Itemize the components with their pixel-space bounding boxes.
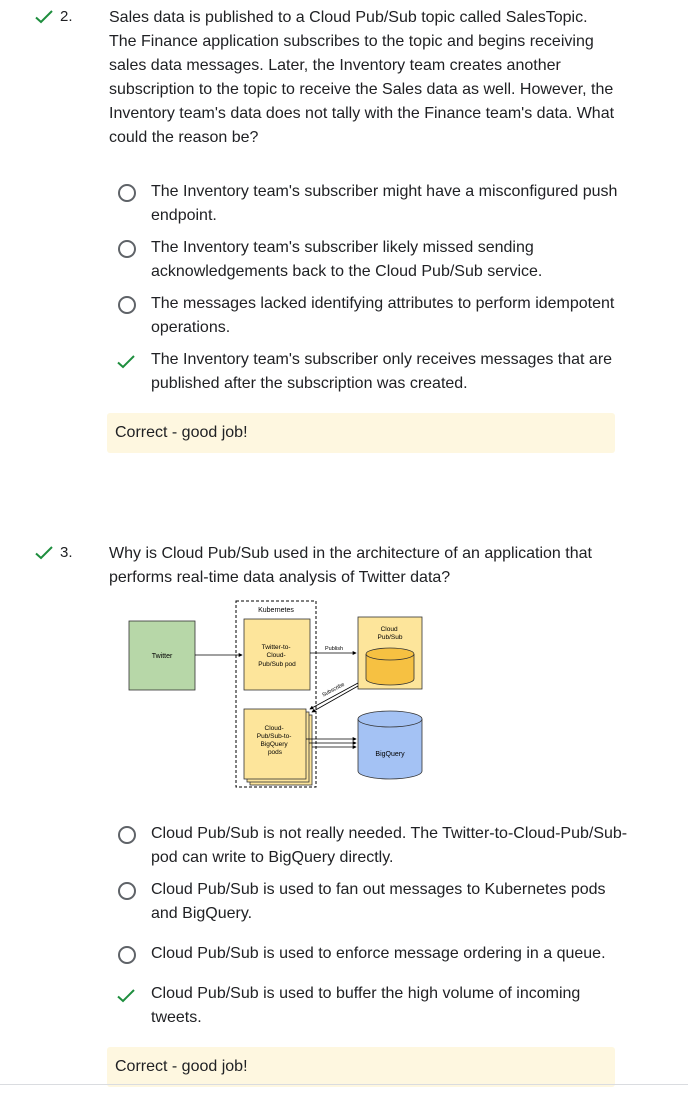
- answer-option[interactable]: The Inventory team's subscriber likely m…: [116, 236, 636, 284]
- pod2-label-line: BigQuery: [261, 741, 289, 748]
- pod2-label-line: pods: [268, 749, 283, 756]
- svg-text:Cloud- Pub/Sub-to- Big: Cloud- Pub/Sub-to- BigQuery pods: [257, 725, 294, 756]
- radio-unselected-icon[interactable]: [118, 184, 136, 202]
- question-number: 3.: [60, 544, 73, 561]
- twitter-box: [128, 620, 196, 691]
- question-text: Sales data is published to a Cloud Pub/S…: [109, 9, 615, 146]
- pubsub-label-line: Cloud: [381, 626, 398, 633]
- twitter-label: Twitter: [152, 653, 173, 660]
- kubernetes-cluster: [235, 600, 317, 788]
- pod2-label-line: Pub/Sub-to-: [257, 733, 292, 740]
- pod1-label-line: Pub/Sub pod: [258, 661, 296, 668]
- answer-option-correct[interactable]: The Inventory team's subscriber only rec…: [116, 348, 636, 396]
- answer-option[interactable]: Cloud Pub/Sub is used to fan out message…: [116, 878, 636, 926]
- answer-option-label: The Inventory team's subscriber only rec…: [151, 351, 613, 392]
- answer-option-label: Cloud Pub/Sub is not really needed. The …: [151, 825, 628, 866]
- divider: [0, 1084, 688, 1085]
- answer-option-label: Cloud Pub/Sub is used to fan out message…: [151, 881, 606, 922]
- answer-option-label: The messages lacked identifying attribut…: [151, 295, 615, 336]
- answer-option-label: The Inventory team's subscriber might ha…: [151, 183, 618, 224]
- bigquery-cylinder: [357, 710, 423, 780]
- pubsub-to-bigquery-pods: [243, 708, 313, 786]
- pod1-label-line: Twitter-to-: [262, 644, 291, 651]
- check-icon: [35, 545, 53, 559]
- check-icon: [35, 9, 53, 23]
- question-status: 3.: [34, 544, 73, 561]
- answer-option[interactable]: Cloud Pub/Sub is used to enforce message…: [116, 942, 636, 966]
- twitter-to-pubsub-pod: [243, 618, 311, 691]
- pod1-label-line: Cloud-: [267, 652, 286, 659]
- answer-option[interactable]: Cloud Pub/Sub is not really needed. The …: [116, 822, 636, 870]
- check-icon: [117, 355, 135, 369]
- answer-option[interactable]: The Inventory team's subscriber might ha…: [116, 180, 636, 228]
- question-number: 2.: [60, 8, 73, 25]
- answer-option-label: The Inventory team's subscriber likely m…: [151, 239, 543, 280]
- pubsub-label-line: Pub/Sub: [378, 634, 403, 641]
- radio-unselected-icon[interactable]: [118, 296, 136, 314]
- answer-option[interactable]: The messages lacked identifying attribut…: [116, 292, 636, 340]
- feedback-banner: Correct - good job!: [107, 413, 615, 453]
- question-2: 2. Sales data is published to a Cloud Pu…: [0, 0, 688, 460]
- feedback-banner: Correct - good job!: [107, 1047, 615, 1087]
- radio-unselected-icon[interactable]: [118, 946, 136, 964]
- pubsub-cylinder: [365, 647, 415, 686]
- svg-text:Cloud Pub/Sub: Cloud Pub/Sub: [378, 626, 403, 641]
- question-status: 2.: [34, 8, 73, 25]
- radio-unselected-icon[interactable]: [118, 882, 136, 900]
- svg-text:Twitter-to- Cloud- Pub: Twitter-to- Cloud- Pub/Sub pod: [258, 644, 296, 668]
- architecture-diagram: Kubernetes Twitter Twitter-to- Cloud- Pu…: [128, 600, 423, 788]
- question-text: Why is Cloud Pub/Sub used in the archite…: [109, 545, 592, 586]
- publish-label: Publish: [325, 646, 343, 652]
- answer-option-label: Cloud Pub/Sub is used to buffer the high…: [151, 985, 581, 1026]
- kubernetes-label: Kubernetes: [258, 607, 294, 614]
- answer-option-label: Cloud Pub/Sub is used to enforce message…: [151, 945, 606, 962]
- radio-unselected-icon[interactable]: [118, 826, 136, 844]
- answer-option-correct[interactable]: Cloud Pub/Sub is used to buffer the high…: [116, 982, 636, 1030]
- check-icon: [117, 989, 135, 1003]
- pod2-label-line: Cloud-: [265, 725, 284, 732]
- radio-unselected-icon[interactable]: [118, 240, 136, 258]
- bigquery-label: BigQuery: [375, 751, 405, 758]
